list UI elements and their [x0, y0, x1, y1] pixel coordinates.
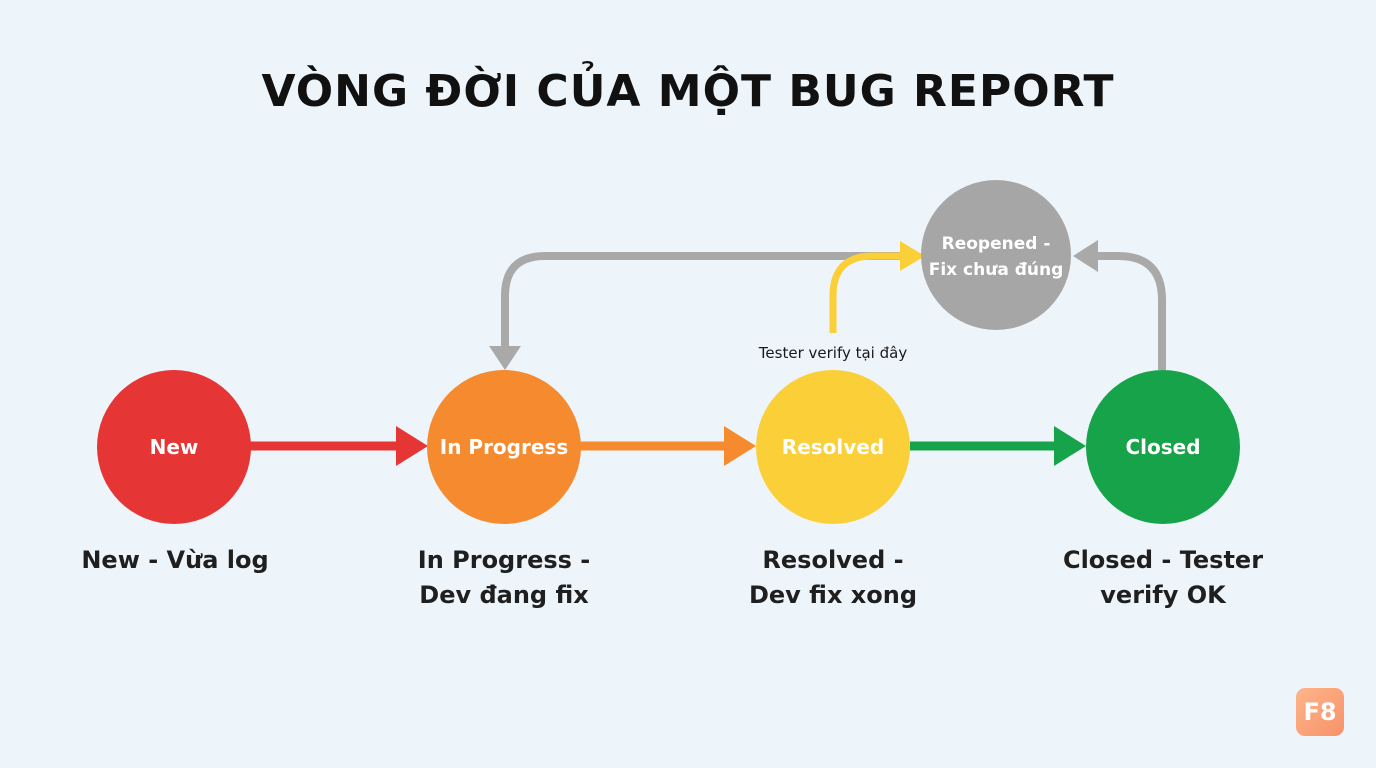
caption-resolved: Resolved - Dev fix xong [703, 543, 963, 613]
caption-closed-line1: Closed - Tester [1062, 546, 1264, 574]
arrowhead-reopened-right [1073, 240, 1098, 272]
arrowhead-resolved-to-closed [1054, 426, 1086, 466]
arrow-reopened-to-in-progress [501, 252, 908, 346]
arrowhead-in-progress-to-resolved [724, 426, 756, 466]
caption-resolved-line2: Dev fix xong [748, 581, 918, 609]
caption-new: New - Vừa log [45, 543, 305, 578]
arrowhead-in-progress [489, 346, 521, 370]
node-closed-label: Closed [1125, 435, 1200, 459]
tester-verify-note: Tester verify tại đây [758, 344, 908, 362]
arrow-resolved-to-reopened [829, 252, 902, 333]
node-new [97, 370, 251, 524]
f8-logo: F8 [1296, 688, 1344, 736]
caption-in-progress: In Progress - Dev đang fix [374, 543, 634, 613]
diagram-title: VÒNG ĐỜI CỦA MỘT BUG REPORT [261, 66, 1115, 117]
node-resolved [756, 370, 910, 524]
arrowhead-reopened-left [900, 241, 925, 271]
node-resolved-label: Resolved [782, 435, 884, 459]
node-reopened [921, 180, 1071, 330]
caption-resolved-line1: Resolved - [762, 546, 904, 574]
node-reopened-label-line2: Fix chưa đúng [929, 260, 1064, 280]
caption-in-progress-line2: Dev đang fix [419, 581, 589, 609]
arrow-closed-to-reopened [1095, 252, 1166, 370]
arrowhead-new-to-in-progress [396, 426, 428, 466]
node-reopened-label-line1: Reopened - [942, 234, 1051, 254]
caption-new-line1: New - Vừa log [81, 546, 269, 574]
caption-in-progress-line1: In Progress - [417, 546, 591, 574]
caption-closed-line2: verify OK [1100, 581, 1226, 609]
caption-closed: Closed - Tester verify OK [1033, 543, 1293, 613]
node-in-progress-label: In Progress [440, 435, 568, 459]
node-closed [1086, 370, 1240, 524]
node-in-progress [427, 370, 581, 524]
node-new-label: New [150, 435, 199, 459]
